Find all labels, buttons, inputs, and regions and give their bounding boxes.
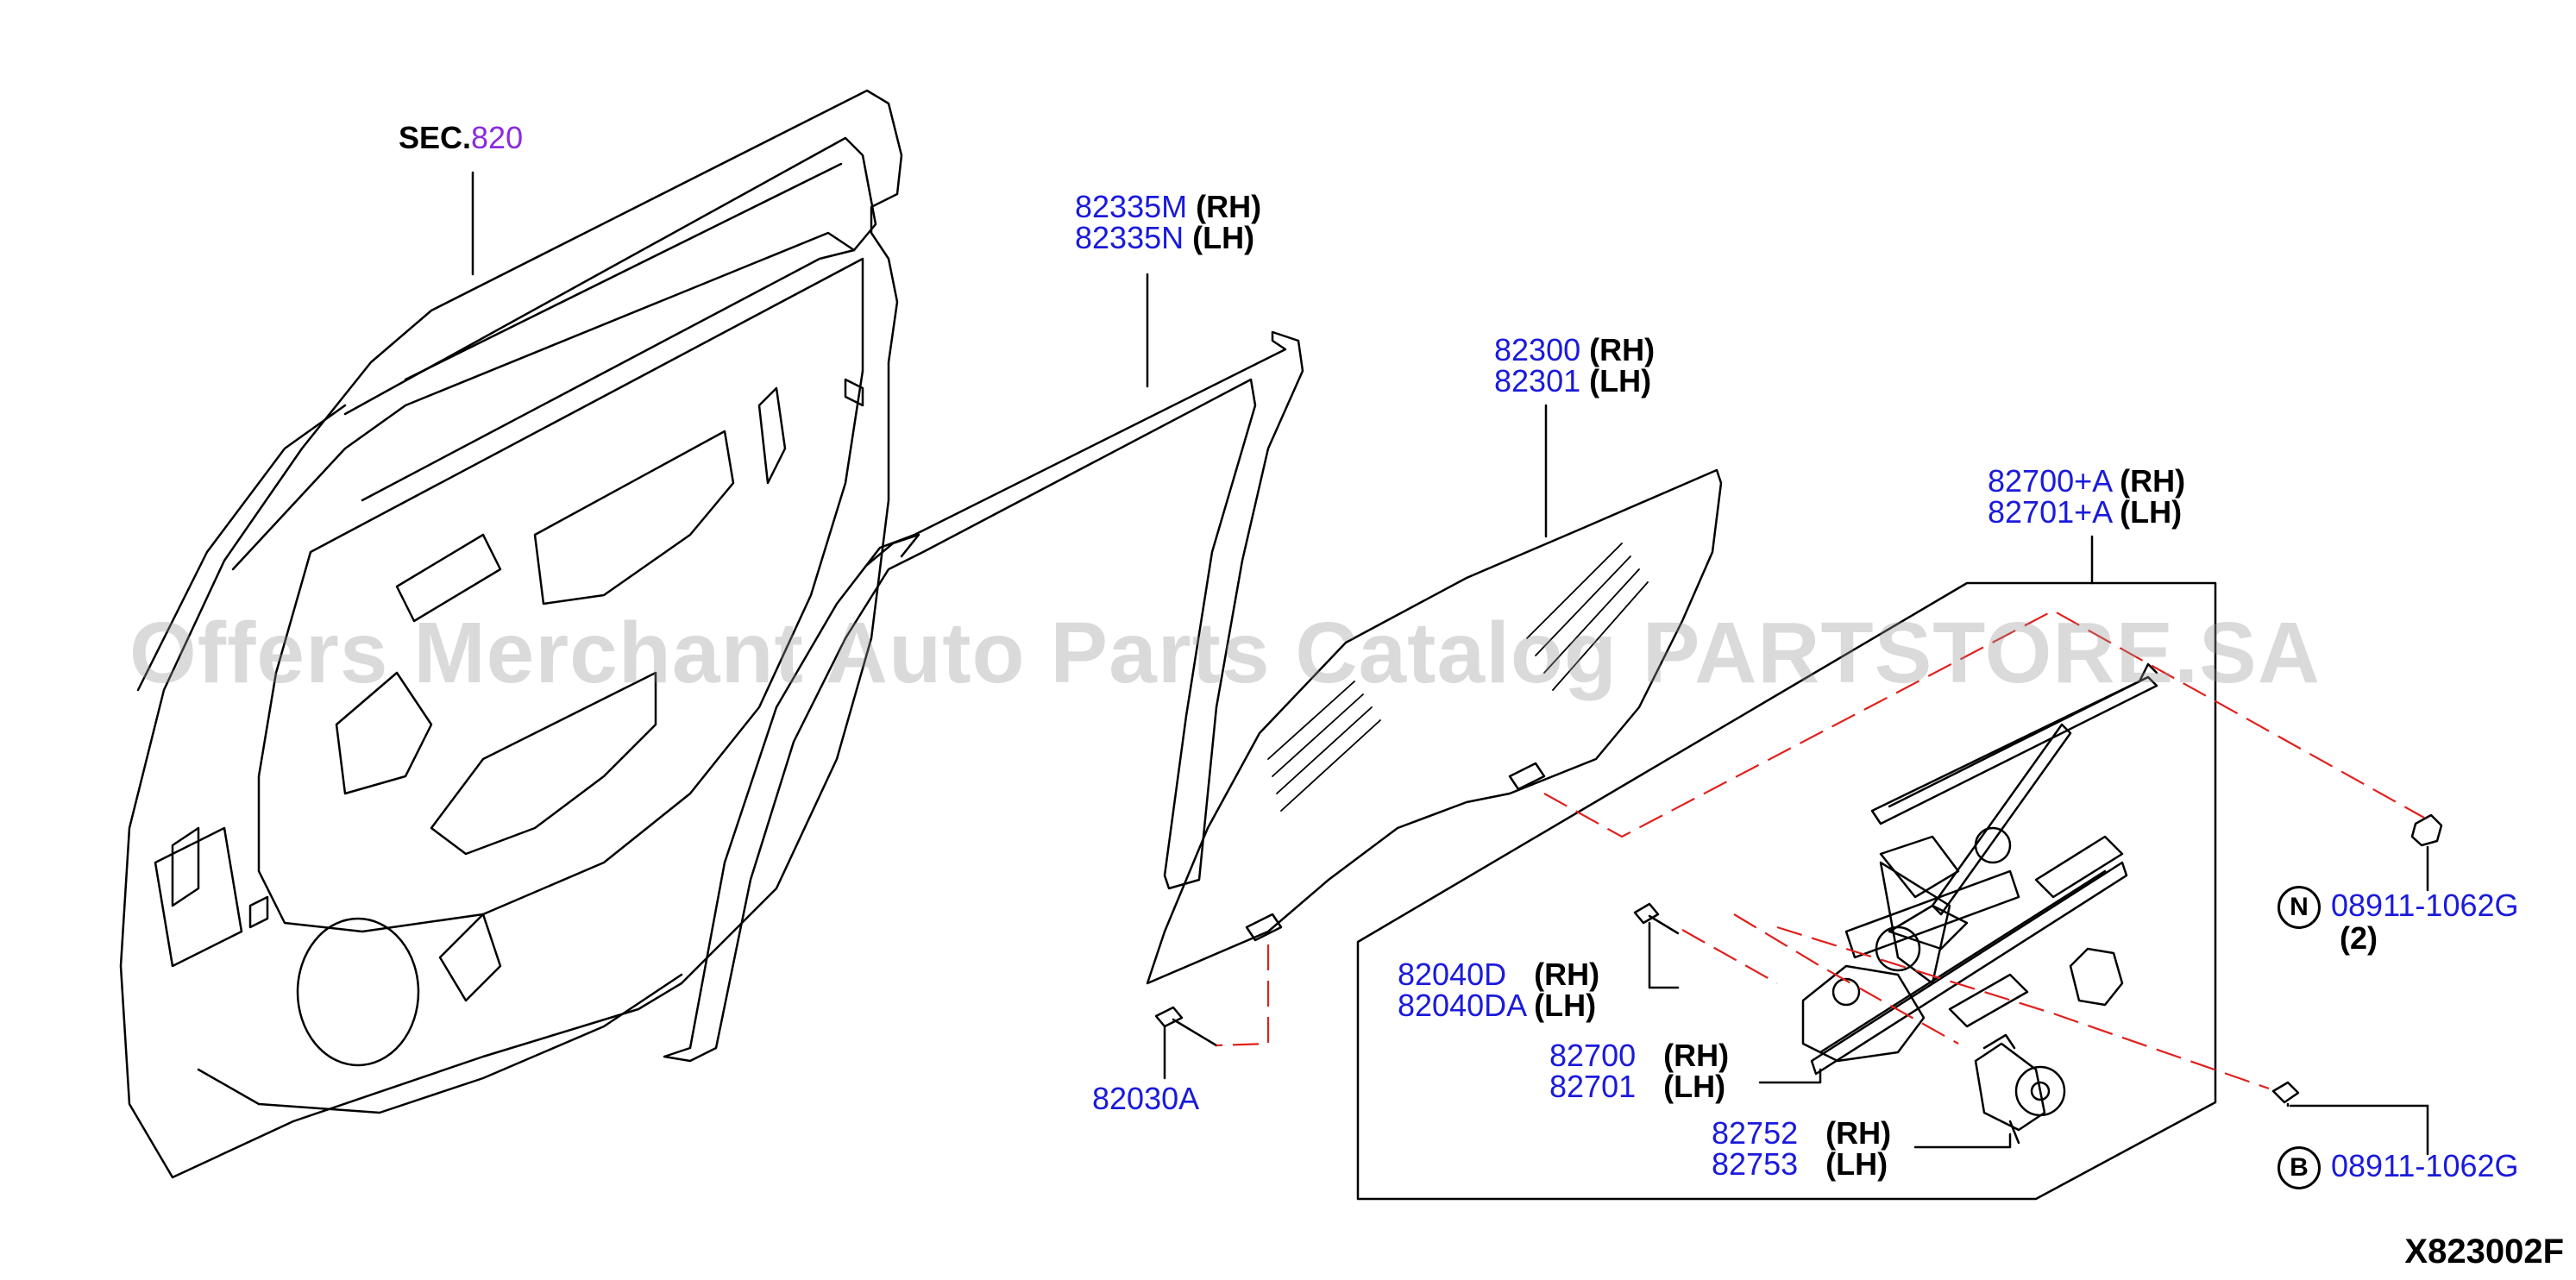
regulator-assembly-box	[1356, 535, 2217, 1201]
glass-part-rh: 82300	[1494, 332, 1581, 367]
bolt-side-lh: (LH)	[1534, 988, 1597, 1023]
motor-label-rh[interactable]: 82752 (RH)	[1712, 1118, 1891, 1149]
sash-label-lh[interactable]: 82335N (LH)	[1075, 223, 1254, 254]
bolt-b-badge: B	[2278, 1146, 2321, 1189]
regulator-part-lh: 82701	[1549, 1069, 1637, 1104]
bolt-b-part-label[interactable]: 08911-1062G	[2331, 1148, 2519, 1183]
sash-label-rh[interactable]: 82335M (RH)	[1075, 191, 1261, 223]
fastener-82040d-drawing	[1633, 902, 1680, 989]
door-panel-drawing	[119, 89, 903, 1179]
regulator-assy-side-lh: (LH)	[2120, 494, 2183, 530]
glass-side-rh: (RH)	[1589, 332, 1656, 367]
bolt-b-drawing	[2271, 1081, 2429, 1156]
regulator-side-lh: (LH)	[1663, 1069, 1726, 1104]
glass-label-lh[interactable]: 82301 (LH)	[1494, 366, 1651, 397]
nut-quantity: (2)	[2340, 920, 2378, 956]
bolt-side-rh: (RH)	[1534, 957, 1600, 992]
leader-lines	[1648, 986, 2012, 1149]
motor-part-lh: 82753	[1712, 1146, 1799, 1182]
window-regulator-drawing	[1801, 662, 2158, 1076]
diagram-code: X823002F	[2404, 1233, 2564, 1271]
glass-bolt-label[interactable]: 82030A	[1092, 1081, 1200, 1116]
glass-side-lh: (LH)	[1589, 363, 1652, 398]
motor-side-lh: (LH)	[1825, 1146, 1888, 1182]
watermark-text: Offers Merchant Auto Parts Catalog PARTS…	[129, 605, 2321, 701]
nut-n-drawing	[2410, 813, 2443, 892]
regulator-assy-part-lh: 82701+A	[1988, 494, 2112, 530]
glass-part-lh: 82301	[1494, 363, 1581, 398]
bolt-part-lh: 82040DA	[1398, 988, 1526, 1023]
bolt-part-rh: 82040D	[1398, 957, 1507, 992]
glass-label-rh[interactable]: 82300 (RH)	[1494, 335, 1655, 366]
sash-side-rh: (RH)	[1196, 189, 1262, 224]
bolt-label-lh[interactable]: 82040DA (LH)	[1398, 990, 1596, 1021]
motor-part-rh: 82752	[1712, 1115, 1799, 1151]
door-sash-drawing	[663, 273, 1304, 1063]
regulator-assy-label-rh[interactable]: 82700+A (RH)	[1988, 466, 2185, 497]
regulator-label-lh[interactable]: 82701 (LH)	[1549, 1071, 1725, 1102]
dashed-guides	[1216, 609, 2425, 1090]
door-glass-drawing	[1146, 404, 1723, 985]
regulator-assy-part-rh: 82700+A	[1988, 463, 2112, 499]
motor-label-lh[interactable]: 82753 (LH)	[1712, 1149, 1888, 1180]
sash-part-lh: 82335N	[1075, 220, 1184, 255]
regulator-assy-side-rh: (RH)	[2120, 463, 2186, 499]
section-reference-label[interactable]: SEC.820	[399, 122, 523, 154]
section-number: 820	[471, 120, 524, 155]
nut-badge: N	[2278, 886, 2321, 929]
nut-part-label[interactable]: 08911-1062G	[2331, 888, 2519, 923]
regulator-part-rh: 82700	[1549, 1038, 1637, 1073]
motor-side-rh: (RH)	[1825, 1115, 1892, 1151]
bolt-label-rh[interactable]: 82040D (RH)	[1398, 959, 1599, 990]
section-word: SEC.	[399, 120, 472, 155]
sash-side-lh: (LH)	[1192, 220, 1255, 255]
sash-part-rh: 82335M	[1075, 189, 1188, 224]
regulator-motor-drawing	[1974, 1033, 2066, 1145]
regulator-assy-label-lh[interactable]: 82701+A (LH)	[1988, 497, 2182, 528]
fastener-82030a-drawing	[1154, 1006, 1218, 1080]
regulator-side-rh: (RH)	[1663, 1038, 1730, 1073]
regulator-label-rh[interactable]: 82700 (RH)	[1549, 1040, 1729, 1071]
